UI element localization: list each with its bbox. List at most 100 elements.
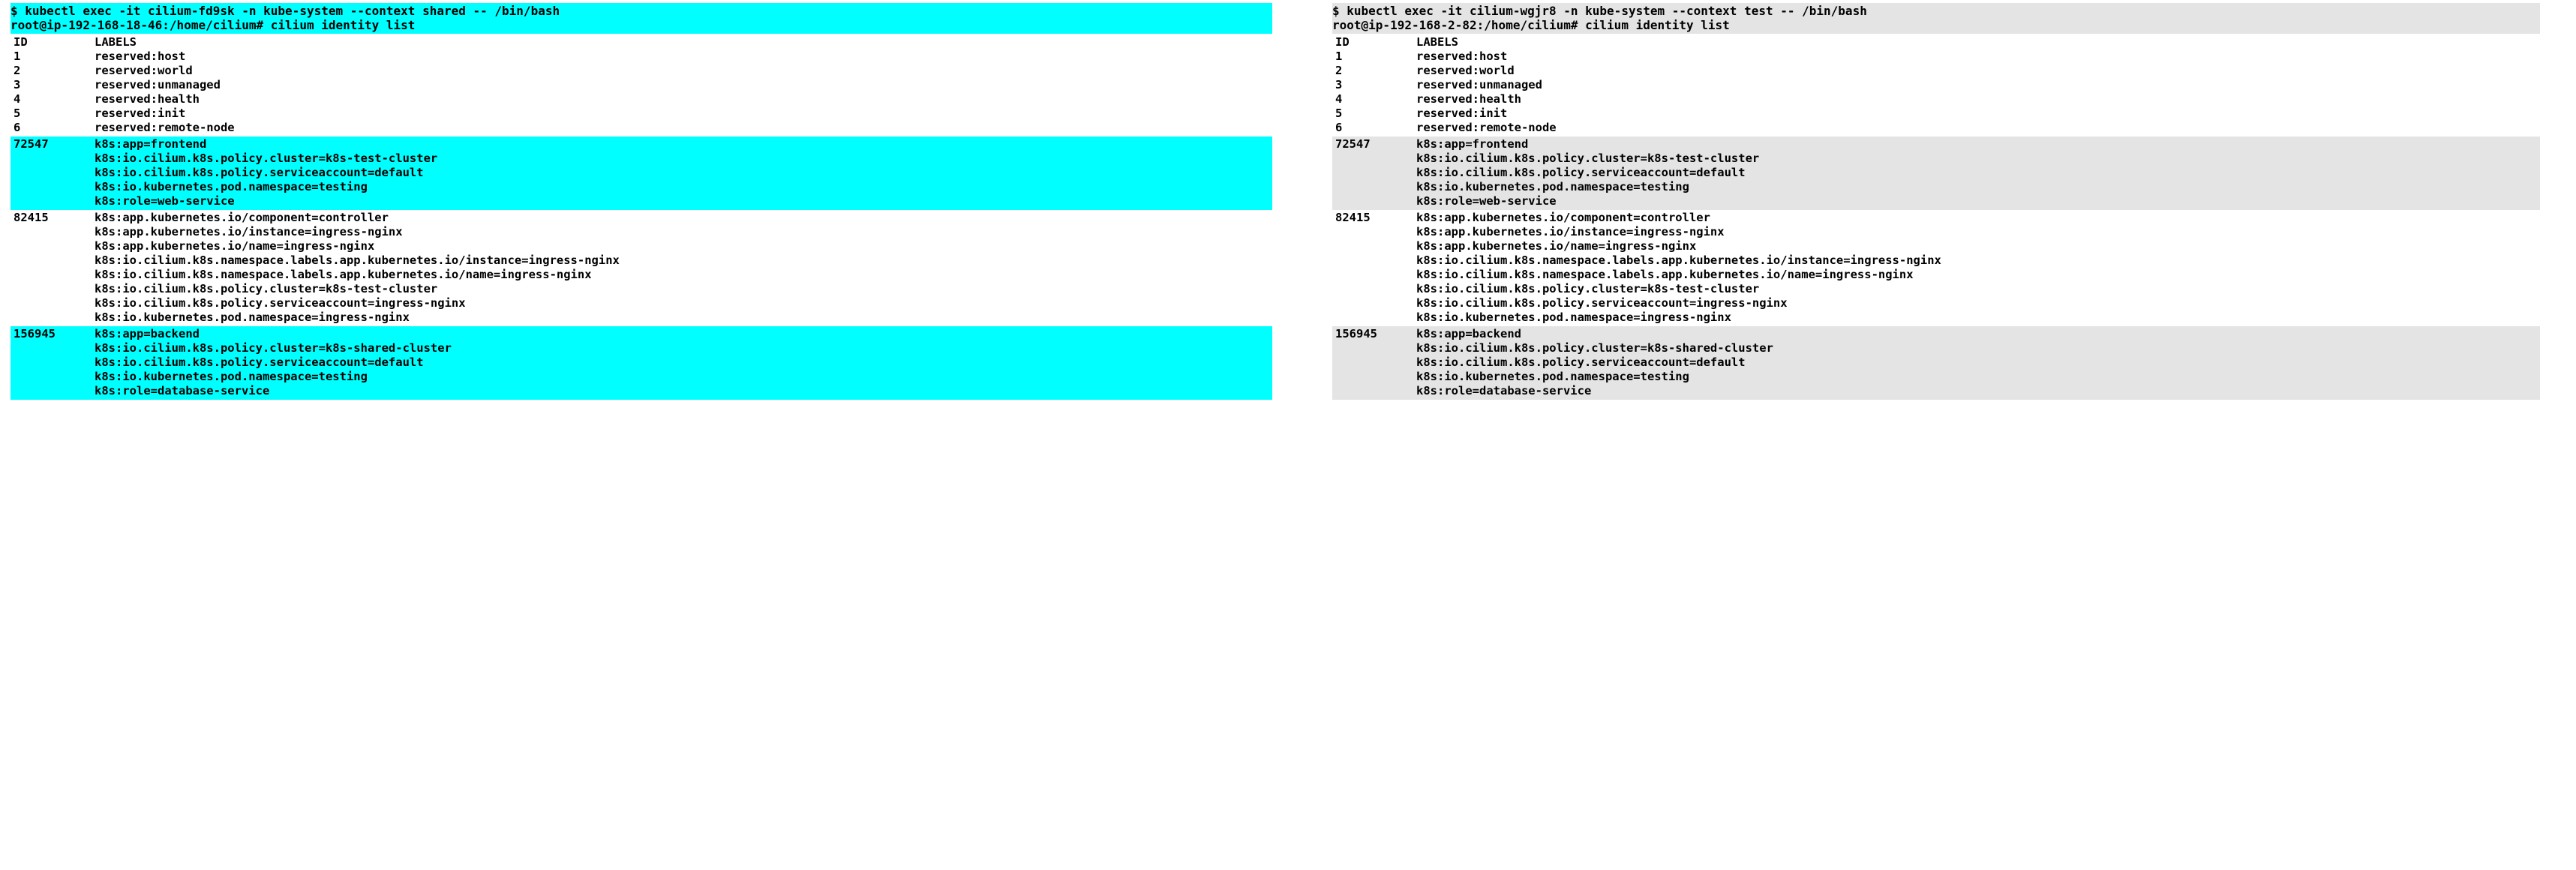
identity-block: 82415 k8s:app.kubernetes.io/component=con… <box>11 210 1272 326</box>
identity-label-cell: reserved:health <box>1416 92 1521 106</box>
identity-label-cell: k8s:app.kubernetes.io/name=ingress-nginx <box>95 239 375 253</box>
identity-label-cell: reserved:init <box>1416 106 1508 120</box>
terminal-line: k8s:io.kubernetes.pod.namespace=ingress-… <box>11 310 1265 325</box>
identity-id-cell: 6 <box>1335 121 1343 134</box>
identity-label-cell: k8s:io.kubernetes.pod.namespace=testing <box>1416 180 1689 194</box>
terminal-line: k8s:io.cilium.k8s.policy.serviceaccount=… <box>1332 296 2532 310</box>
identity-id-cell: 2 <box>14 64 21 77</box>
terminal-line: 5 reserved:init <box>11 106 1265 121</box>
terminal-line: k8s:io.kubernetes.pod.namespace=ingress-… <box>1332 310 2532 325</box>
terminal-line: k8s:io.cilium.k8s.policy.cluster=k8s-tes… <box>1332 282 2532 296</box>
identity-label-cell: reserved:health <box>95 92 200 106</box>
identity-label-cell: k8s:io.kubernetes.pod.namespace=testing <box>95 370 368 383</box>
identity-label-cell: k8s:app.kubernetes.io/instance=ingress-n… <box>1416 225 1725 238</box>
identity-label-cell: k8s:io.cilium.k8s.policy.serviceaccount=… <box>95 356 424 369</box>
identity-label-cell: k8s:io.kubernetes.pod.namespace=ingress-… <box>1416 310 1731 324</box>
identity-label-cell: k8s:app.kubernetes.io/name=ingress-nginx <box>1416 239 1697 253</box>
terminal-line: k8s:io.cilium.k8s.namespace.labels.app.k… <box>1332 268 2532 282</box>
identity-label-cell: k8s:io.cilium.k8s.policy.cluster=k8s-sha… <box>1416 341 1773 355</box>
identity-id-cell: 82415 <box>14 211 49 224</box>
identity-id-cell: 5 <box>14 106 21 120</box>
identity-id-cell: 156945 <box>1335 327 1377 340</box>
identity-label-cell: reserved:host <box>1416 50 1508 63</box>
identity-label-cell: k8s:io.cilium.k8s.policy.cluster=k8s-tes… <box>95 152 438 165</box>
terminal-line: k8s:io.cilium.k8s.policy.cluster=k8s-tes… <box>11 282 1265 296</box>
identity-label-cell: reserved:remote-node <box>95 121 235 134</box>
terminal-line: k8s:io.kubernetes.pod.namespace=testing <box>1332 370 2532 384</box>
terminal-line: k8s:io.kubernetes.pod.namespace=testing <box>11 180 1265 194</box>
identity-label-cell: k8s:io.cilium.k8s.policy.serviceaccount=… <box>1416 166 1746 179</box>
terminal-line: 72547 k8s:app=frontend <box>1332 137 2532 152</box>
identity-label-cell: reserved:init <box>95 106 186 120</box>
identity-label-cell: k8s:io.cilium.k8s.policy.cluster=k8s-sha… <box>95 341 452 355</box>
identity-id-cell: 6 <box>14 121 21 134</box>
identity-label-cell: k8s:app=frontend <box>95 137 207 151</box>
terminal-line: 4 reserved:health <box>11 92 1265 106</box>
identity-label-cell: k8s:io.kubernetes.pod.namespace=ingress-… <box>95 310 410 324</box>
identity-id-cell: 1 <box>1335 50 1343 63</box>
identity-id-cell: ID <box>14 35 28 49</box>
identity-block: 72547 k8s:app=frontend k8s:io.cilium.k8s.p… <box>1332 136 2540 210</box>
terminal-line: k8s:io.cilium.k8s.policy.cluster=k8s-tes… <box>11 152 1265 166</box>
identity-id-cell: 72547 <box>1335 137 1371 151</box>
identity-label-cell: k8s:io.cilium.k8s.namespace.labels.app.k… <box>95 254 620 267</box>
identity-label-cell: k8s:role=web-service <box>95 194 235 208</box>
identity-id-cell: 4 <box>14 92 21 106</box>
terminal-line: k8s:io.cilium.k8s.policy.cluster=k8s-sha… <box>1332 341 2532 356</box>
terminal-line: k8s:io.kubernetes.pod.namespace=testing <box>1332 180 2532 194</box>
identity-id-cell: 3 <box>1335 78 1343 92</box>
terminal-line: 3 reserved:unmanaged <box>1332 78 2532 92</box>
terminal-line: 6 reserved:remote-node <box>11 121 1265 135</box>
identity-label-cell: k8s:app.kubernetes.io/component=controll… <box>1416 211 1710 224</box>
identity-label-cell: k8s:io.cilium.k8s.namespace.labels.app.k… <box>1416 254 1941 267</box>
identity-id-cell: 5 <box>1335 106 1343 120</box>
identity-id-cell: 1 <box>14 50 21 63</box>
terminal-header-block: $ kubectl exec -it cilium-fd9sk -n kube-… <box>11 3 1272 34</box>
terminal-line: k8s:io.cilium.k8s.policy.serviceaccount=… <box>1332 166 2532 180</box>
identity-id-cell: 2 <box>1335 64 1343 77</box>
terminal-line: k8s:role=database-service <box>11 384 1265 398</box>
terminal-header-block: $ kubectl exec -it cilium-wgjr8 -n kube-… <box>1332 3 2540 34</box>
terminal-line: k8s:role=database-service <box>1332 384 2532 398</box>
identity-label-cell: LABELS <box>1416 35 1458 49</box>
identity-label-cell: k8s:io.kubernetes.pod.namespace=testing <box>95 180 368 194</box>
identity-label-cell: k8s:app.kubernetes.io/instance=ingress-n… <box>95 225 403 238</box>
identity-label-cell: reserved:unmanaged <box>95 78 221 92</box>
terminal-line: k8s:app.kubernetes.io/instance=ingress-n… <box>1332 225 2532 239</box>
identity-label-cell: k8s:io.cilium.k8s.policy.cluster=k8s-tes… <box>1416 282 1760 296</box>
terminal-line: k8s:io.cilium.k8s.namespace.labels.app.k… <box>11 268 1265 282</box>
terminal-line: k8s:role=web-service <box>11 194 1265 208</box>
terminal-line: k8s:io.kubernetes.pod.namespace=testing <box>11 370 1265 384</box>
identity-label-cell: k8s:role=web-service <box>1416 194 1557 208</box>
shell-command-line: $ kubectl exec -it cilium-fd9sk -n kube-… <box>11 4 560 18</box>
terminal-line: k8s:role=web-service <box>1332 194 2532 208</box>
identity-label-cell: k8s:role=database-service <box>1416 384 1592 398</box>
terminal-line: k8s:io.cilium.k8s.namespace.labels.app.k… <box>11 254 1265 268</box>
shell-command-line: $ kubectl exec -it cilium-wgjr8 -n kube-… <box>1332 4 1867 18</box>
identity-label-cell: k8s:app.kubernetes.io/component=controll… <box>95 211 389 224</box>
identity-label-cell: LABELS <box>95 35 137 49</box>
identity-label-cell: reserved:unmanaged <box>1416 78 1542 92</box>
identity-label-cell: k8s:app=frontend <box>1416 137 1529 151</box>
identity-label-cell: k8s:io.cilium.k8s.policy.serviceaccount=… <box>1416 296 1788 310</box>
identity-label-cell: k8s:io.cilium.k8s.namespace.labels.app.k… <box>95 268 592 281</box>
terminal-line: k8s:app.kubernetes.io/instance=ingress-n… <box>11 225 1265 239</box>
shell-prompt-line: root@ip-192-168-2-82:/home/cilium# ciliu… <box>1332 18 1730 32</box>
terminal-line: k8s:app.kubernetes.io/name=ingress-nginx <box>1332 239 2532 254</box>
terminal-line: k8s:io.cilium.k8s.policy.serviceaccount=… <box>1332 356 2532 370</box>
identity-id-cell: 3 <box>14 78 21 92</box>
terminal-panel-left: $ kubectl exec -it cilium-fd9sk -n kube-… <box>11 3 1272 400</box>
terminal-line: 82415 k8s:app.kubernetes.io/component=con… <box>11 211 1265 225</box>
